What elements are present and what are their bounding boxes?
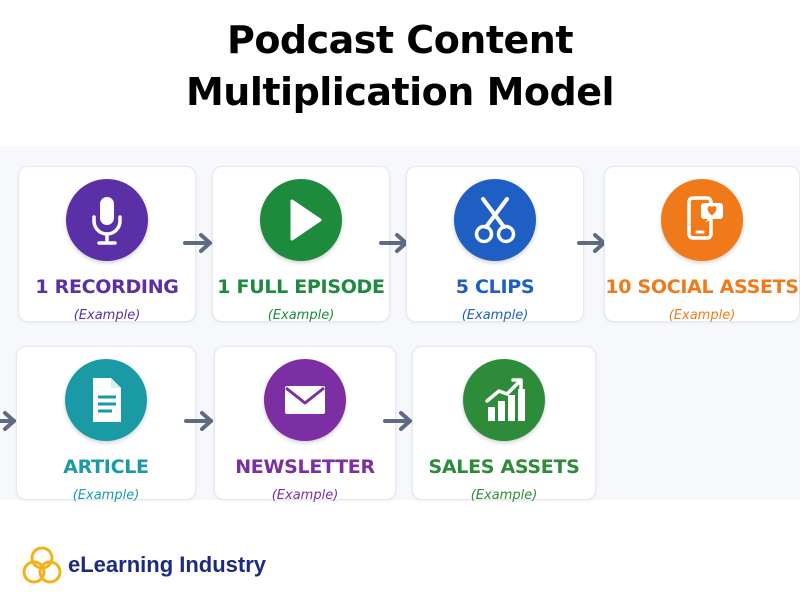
- step-card-full-episode: 1 FULL EPISODE (Example): [212, 166, 390, 323]
- brand-logo-icon: [22, 545, 62, 587]
- step-label: 5 CLIPS: [455, 276, 535, 298]
- title-line-1: Podcast Content: [226, 18, 574, 62]
- step-sublabel: (Example): [668, 308, 736, 323]
- title-line-2: Multiplication Model: [185, 70, 615, 114]
- step-label: 10 SOCIAL ASSETS: [605, 276, 799, 298]
- step-label: 1 FULL EPISODE: [217, 276, 385, 298]
- step-card-newsletter: NEWSLETTER (Example): [214, 346, 396, 503]
- arrow-icon: [183, 408, 217, 434]
- brand-name: eLearning Industry: [68, 552, 267, 577]
- arrow-icon: [182, 230, 216, 256]
- step-card-article: ARTICLE (Example): [16, 346, 196, 503]
- step-label: SALES ASSETS: [428, 456, 580, 478]
- arrow-icon: [0, 408, 20, 434]
- step-label: ARTICLE: [63, 456, 149, 478]
- step-sublabel: (Example): [72, 488, 140, 503]
- step-card-sales-assets: SALES ASSETS (Example): [412, 346, 596, 503]
- phone-heart-icon: [661, 179, 743, 261]
- diagram-title: Podcast Content Multiplication Model: [0, 14, 800, 118]
- step-sublabel: (Example): [461, 308, 529, 323]
- step-sublabel: (Example): [271, 488, 339, 503]
- play-icon: [260, 179, 342, 261]
- step-card-recording: 1 RECORDING (Example): [18, 166, 196, 323]
- step-sublabel: (Example): [267, 308, 335, 323]
- step-card-clips: 5 CLIPS (Example): [406, 166, 584, 323]
- growth-chart-icon: [463, 359, 545, 441]
- step-label: 1 RECORDING: [35, 276, 179, 298]
- scissors-icon: [454, 179, 536, 261]
- step-card-social-assets: 10 SOCIAL ASSETS (Example): [604, 166, 800, 323]
- microphone-icon: [66, 179, 148, 261]
- document-icon: [65, 359, 147, 441]
- arrow-icon: [382, 408, 416, 434]
- step-sublabel: (Example): [73, 308, 141, 323]
- step-label: NEWSLETTER: [235, 456, 375, 478]
- envelope-icon: [264, 359, 346, 441]
- step-sublabel: (Example): [470, 488, 538, 503]
